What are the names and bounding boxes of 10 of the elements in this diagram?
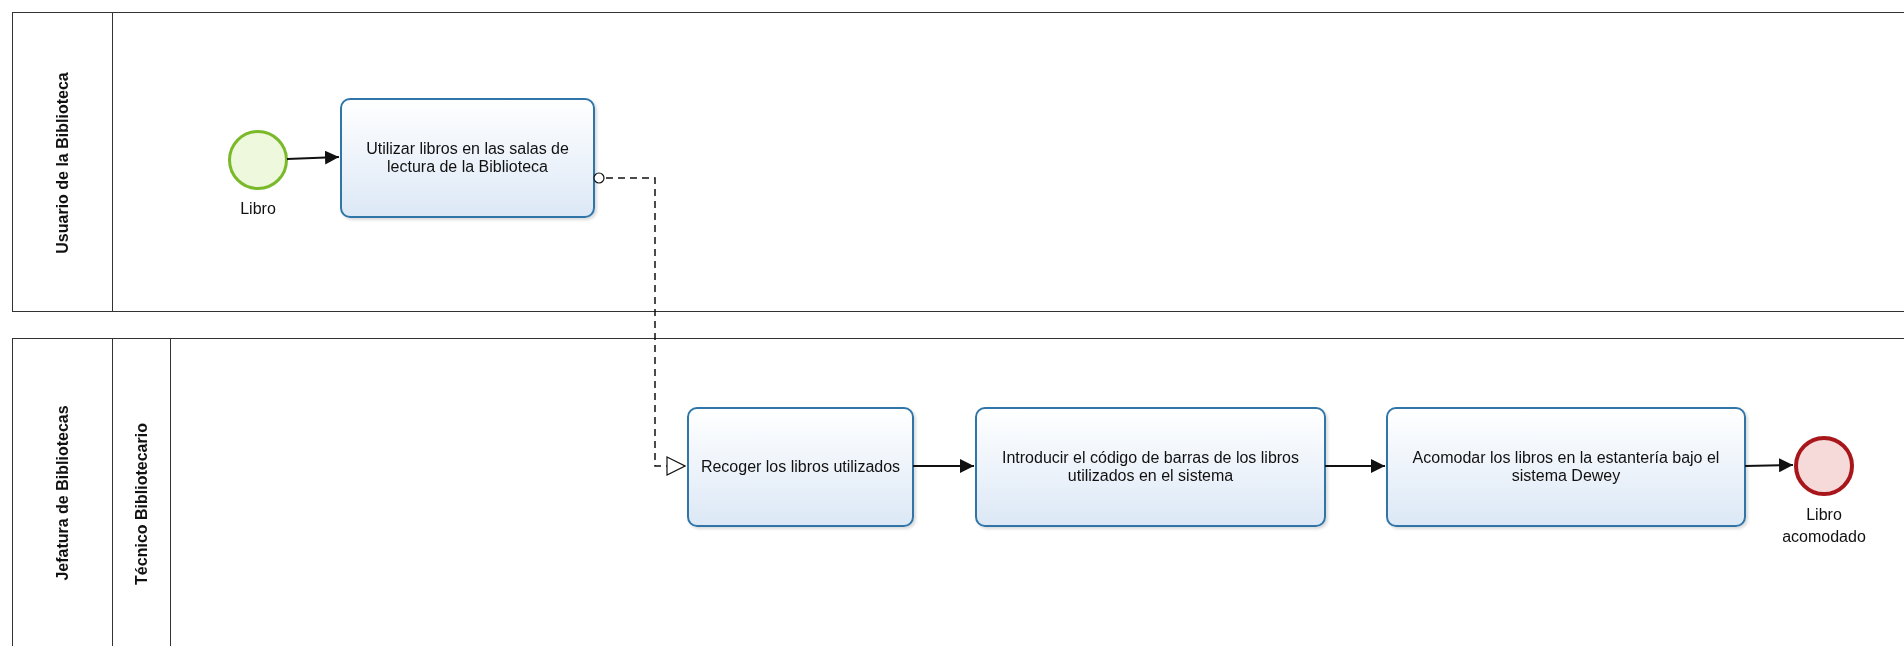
event-label: Libro <box>240 199 276 219</box>
pool <box>12 12 1904 312</box>
lane-label: Técnico Bibliotecario <box>132 422 151 587</box>
task-box: Recoger los libros utilizados <box>687 407 914 527</box>
task-box: Utilizar libros en las salas de lectura de la Biblioteca <box>340 98 595 218</box>
event-label: Libro acomodado <box>1781 505 1867 547</box>
pool-label: Usuario de la Biblioteca <box>53 71 72 256</box>
task-box: Introducir el código de barras de los libros utilizados en el sistema <box>975 407 1326 527</box>
pool-label: Jefatura de Bibliotecas <box>53 404 72 583</box>
task-box: Acomodar los libros en la estantería bajo el sistema Dewey <box>1386 407 1746 527</box>
